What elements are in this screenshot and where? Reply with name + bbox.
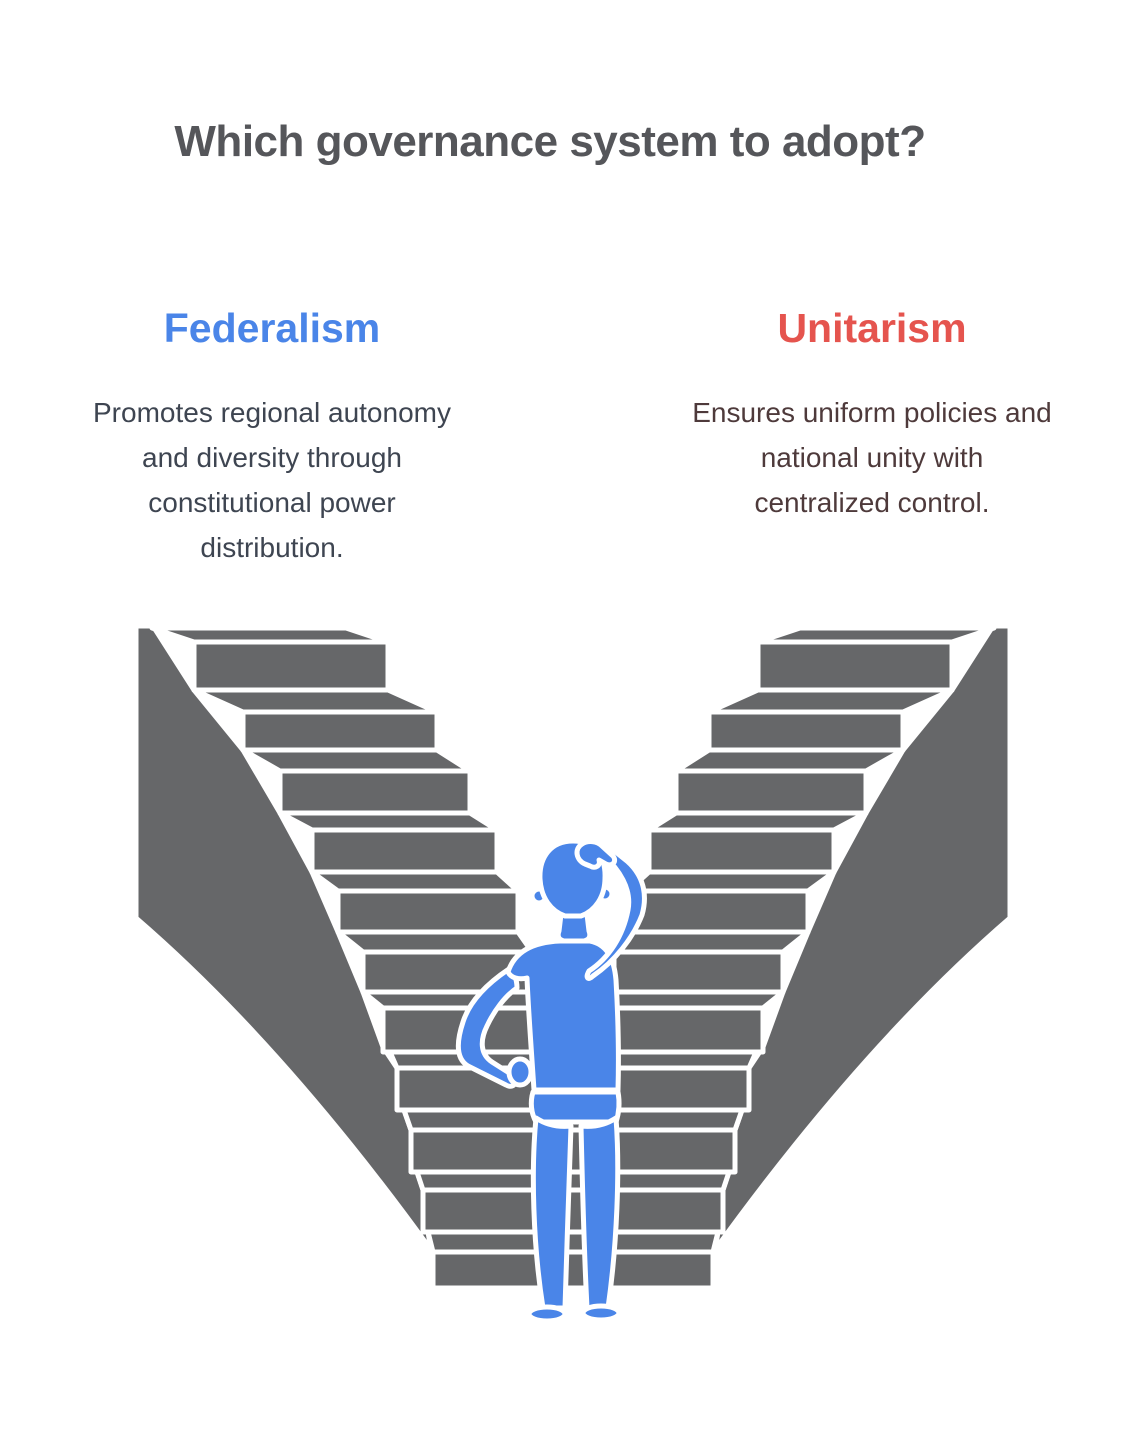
person-left-leg xyxy=(530,1115,574,1311)
person-hips xyxy=(528,1089,622,1125)
right-stair-wall xyxy=(712,623,1013,1253)
center-steps xyxy=(380,1005,766,1291)
person-head xyxy=(537,838,608,919)
person-scratching-hand xyxy=(574,839,618,870)
federalism-heading: Federalism xyxy=(163,305,381,351)
left-staircase xyxy=(133,623,535,1253)
person-right-leg xyxy=(578,1115,621,1311)
person-right-ear xyxy=(595,884,615,904)
person-torso xyxy=(505,938,621,1093)
person-left-foot xyxy=(526,1304,568,1324)
person-figure xyxy=(455,838,647,1324)
left-stair-wall xyxy=(133,623,434,1253)
person-right-foot xyxy=(580,1303,622,1323)
unitarism-description: Ensures uniform policies and national un… xyxy=(692,397,1052,518)
unitarism-heading: Unitarism xyxy=(777,305,967,351)
person-left-hand-fist xyxy=(506,1056,534,1088)
person-left-ear xyxy=(529,886,549,906)
person-raised-arm xyxy=(584,844,647,981)
right-staircase xyxy=(611,623,1013,1253)
person-left-arm-akimbo xyxy=(455,966,520,1089)
page-title: Which governance system to adopt? xyxy=(174,117,926,166)
option-unitarism: Unitarism Ensures uniform policies and n… xyxy=(640,300,1104,525)
federalism-description: Promotes regional autonomy and diversity… xyxy=(93,397,451,563)
person-neck xyxy=(555,903,593,944)
option-federalism: Federalism Promotes regional autonomy an… xyxy=(40,300,504,570)
